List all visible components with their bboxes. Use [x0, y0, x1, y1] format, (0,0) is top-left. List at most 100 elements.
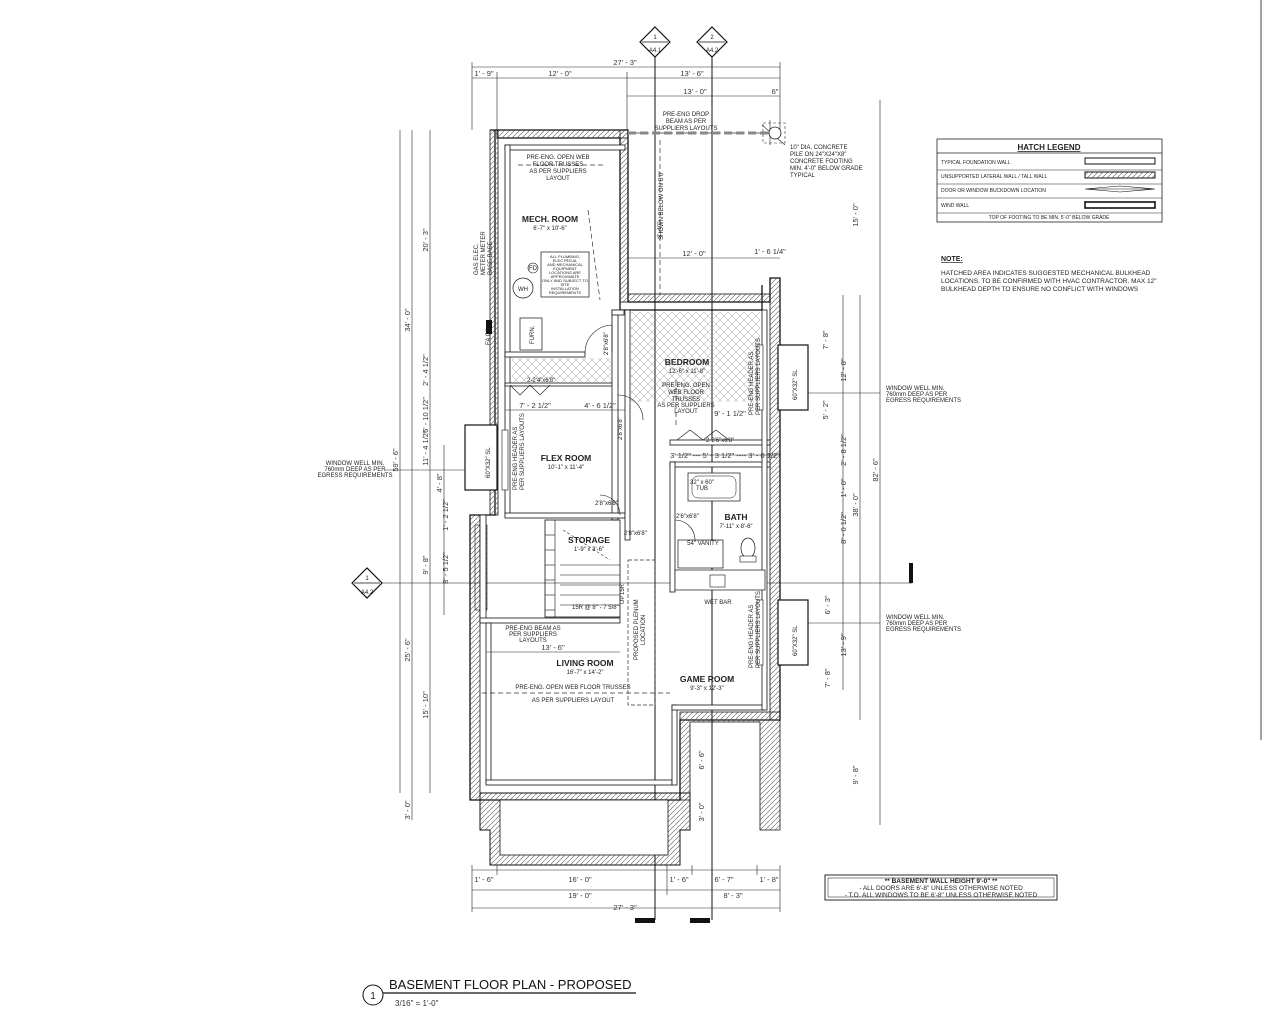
svg-text:BULKHEAD DEPTH TO ENSURE NO CO: BULKHEAD DEPTH TO ENSURE NO CONFLICT WIT…: [941, 286, 1139, 293]
section-sheet: A4.1: [649, 48, 662, 54]
section-marker-a42-left[interactable]: 1 A4.2: [351, 567, 383, 599]
svg-text:3' 1/2" --- 5' - 3 1/2" ---- 3: 3' 1/2" --- 5' - 3 1/2" ---- 3' - 0 1/2": [670, 451, 780, 460]
svg-text:760mm DEEP AS PER: 760mm DEEP AS PER: [886, 621, 948, 627]
svg-text:2'8"x6'8": 2'8"x6'8": [604, 332, 610, 355]
room-storage-name: STORAGE: [568, 535, 610, 545]
title-number: 1: [370, 991, 376, 1002]
bottom-dimensions: 1' - 6" 16' - 0" 1' - 6" 6' - 7" 1' - 8"…: [471, 865, 781, 912]
legend-row: WIND WALL: [941, 203, 969, 209]
windows: [464, 344, 809, 666]
svg-text:11' - 4 1/2": 11' - 4 1/2": [421, 430, 430, 466]
svg-text:UP: UP: [620, 596, 626, 604]
drawing-title-block: 1 BASEMENT FLOOR PLAN - PROPOSED 3/16" =…: [362, 977, 636, 1008]
svg-text:AS PER SUPPLIERS LAYOUT: AS PER SUPPLIERS LAYOUT: [532, 698, 615, 704]
svg-text:2'8"x6'8": 2'8"x6'8": [618, 417, 624, 440]
svg-text:PRE-ENG. OPEN WEB: PRE-ENG. OPEN WEB: [526, 155, 589, 161]
svg-text:PRE-ENG DROP: PRE-ENG DROP: [663, 112, 709, 118]
svg-text:15' - 0": 15' - 0": [851, 203, 860, 227]
svg-text:PER SUPPLIERS LAYOUTS: PER SUPPLIERS LAYOUTS: [520, 413, 526, 490]
svg-text:8' - 3": 8' - 3": [723, 891, 742, 900]
svg-text:SUPPLIERS LAYOUTS: SUPPLIERS LAYOUTS: [655, 126, 718, 132]
wall-height-box: ** BASEMENT WALL HEIGHT 9'-0" ** - ALL D…: [824, 874, 1058, 901]
svg-text:BASE BASE: BASE BASE: [488, 241, 494, 275]
section-sheet: A4.2: [361, 590, 374, 596]
svg-text:6'-7" x 10'-6": 6'-7" x 10'-6": [533, 226, 567, 232]
svg-text:27' - 3": 27' - 3": [613, 903, 637, 912]
left-dimensions: 59' - 6" 20' - 3" 34' - 0" 2' - 4 1/2" 6…: [391, 130, 450, 820]
svg-text:INSTALLATION: INSTALLATION: [551, 286, 579, 291]
svg-text:WINDOW WELL MIN.: WINDOW WELL MIN.: [886, 615, 945, 621]
room-mech-name: MECH. ROOM: [522, 214, 578, 224]
svg-text:7' - 2 1/2": 7' - 2 1/2": [519, 401, 551, 410]
svg-text:6": 6": [772, 87, 779, 96]
svg-text:760mm DEEP AS PER: 760mm DEEP AS PER: [886, 392, 948, 398]
svg-text:PRE-ENG HEADER AS: PRE-ENG HEADER AS: [513, 427, 519, 490]
svg-text:PILE ON 24"X24"X8": PILE ON 24"X24"X8": [790, 152, 846, 158]
svg-text:10" DIA. CONCRETE: 10" DIA. CONCRETE: [790, 145, 847, 151]
bulkhead-note: NOTE: HATCHED AREA INDICATES SUGGESTED M…: [941, 256, 1157, 293]
svg-text:PRE-ENG HEADER AS: PRE-ENG HEADER AS: [749, 605, 755, 668]
svg-text:NOTE:: NOTE:: [941, 256, 963, 263]
svg-text:1'-9" x 3'-6": 1'-9" x 3'-6": [574, 547, 604, 553]
svg-text:1' - 8": 1' - 8": [759, 875, 778, 884]
svg-text:60"X32" SL: 60"X32" SL: [486, 447, 492, 478]
svg-text:1' - 6": 1' - 6": [669, 875, 688, 884]
svg-text:82' - 6": 82' - 6": [871, 458, 880, 482]
svg-text:BEAM AS PER: BEAM AS PER: [666, 119, 707, 125]
svg-text:5' - 2": 5' - 2": [821, 400, 830, 419]
svg-text:4' - 8": 4' - 8": [435, 473, 444, 492]
interior-walls: [479, 140, 771, 786]
svg-text:TRUSSES: TRUSSES: [672, 397, 700, 403]
svg-text:7' - 8": 7' - 8": [823, 668, 832, 687]
svg-text:27' - 3": 27' - 3": [613, 58, 637, 67]
inner-dimensions: 12' - 0" 1' - 6 1/4" 7' - 2 1/2" 4' - 6 …: [486, 222, 786, 822]
svg-text:8' - 0 1/2": 8' - 0 1/2": [839, 512, 848, 544]
svg-text:PRE-ENG HEADER AS: PRE-ENG HEADER AS: [749, 352, 755, 415]
svg-text:- T.O. ALL WINDOWS TO BE 6'-8": - T.O. ALL WINDOWS TO BE 6'-8" UNLESS OT…: [845, 892, 1038, 899]
svg-text:ONLY AND SUBJECT TO: ONLY AND SUBJECT TO: [542, 278, 588, 283]
floor-drain-icon: [527, 262, 539, 274]
svg-text:AS PER SUPPLIERS: AS PER SUPPLIERS: [657, 403, 714, 409]
svg-text:LOCATIONS ARE: LOCATIONS ARE: [549, 270, 581, 275]
svg-text:34' - 0": 34' - 0": [403, 308, 412, 332]
svg-text:20' - 3": 20' - 3": [421, 228, 430, 252]
svg-text:HATCHED AREA INDICATES SUGGEST: HATCHED AREA INDICATES SUGGESTED MECHANI…: [941, 270, 1151, 277]
svg-text:GAS ELEC.: GAS ELEC.: [474, 243, 480, 275]
svg-text:2-2'6"x6'8": 2-2'6"x6'8": [706, 438, 734, 444]
svg-text:PRE-ENG. OPEN: PRE-ENG. OPEN: [662, 383, 710, 389]
section-marker-a42-top[interactable]: 2 A4.2: [696, 26, 728, 58]
legend-row: UNSUPPORTED LATERAL WALL / TALL WALL: [941, 174, 1047, 180]
svg-text:APPROXIMATE: APPROXIMATE: [551, 274, 580, 279]
svg-text:9' - 8": 9' - 8": [851, 765, 860, 784]
top-dimensions: 27' - 3" 1' - 9" 12' - 0" 13' - 6" 13' -…: [471, 58, 781, 130]
drawing-scale: 3/16" = 1'-0": [395, 999, 439, 1008]
svg-text:6' - 10 1/2": 6' - 10 1/2": [421, 397, 430, 433]
svg-text:AND MECHANICAL: AND MECHANICAL: [547, 262, 584, 267]
room-bedroom-name: BEDROOM: [665, 357, 709, 367]
svg-text:WEB FLOOR: WEB FLOOR: [668, 390, 705, 396]
svg-text:EGRESS REQUIREMENTS: EGRESS REQUIREMENTS: [317, 473, 392, 479]
svg-text:LAYOUT: LAYOUT: [546, 176, 570, 182]
svg-text:3' - 0": 3' - 0": [697, 802, 706, 821]
svg-text:59' - 6": 59' - 6": [391, 448, 400, 472]
svg-text:1' - 6": 1' - 6": [474, 875, 493, 884]
legend-row: DOOR OR WINDOW BUCKDOWN LOCATION: [941, 188, 1046, 194]
svg-text:PER SUPPLIERS LAYOUTS: PER SUPPLIERS LAYOUTS: [756, 591, 762, 668]
svg-text:6' - 6": 6' - 6": [697, 750, 706, 769]
svg-text:15' - 10": 15' - 10": [421, 691, 430, 719]
svg-text:ELECTRICAL: ELECTRICAL: [553, 258, 578, 263]
hatch-legend: HATCH LEGEND TYPICAL FOUNDATION WALL UNS…: [936, 138, 1163, 223]
svg-text:PER SUPPLIERS: PER SUPPLIERS: [509, 632, 557, 638]
section-marker-a41[interactable]: 1 A4.1: [639, 26, 671, 58]
room-living-name: LIVING ROOM: [556, 658, 613, 668]
svg-text:54" VANITY: 54" VANITY: [687, 541, 719, 547]
doors: [509, 324, 730, 541]
svg-text:12'-6" x 11'-8": 12'-6" x 11'-8": [669, 369, 705, 375]
svg-text:9'-3" x 12'-3": 9'-3" x 12'-3": [690, 686, 724, 692]
svg-text:1' - 2 1/2": 1' - 2 1/2": [441, 499, 450, 531]
legend-title: HATCH LEGEND: [1018, 143, 1081, 152]
room-bath-name: BATH: [725, 512, 748, 522]
room-labels: MECH. ROOM 6'-7" x 10'-6" BEDROOM 12'-6"…: [522, 214, 753, 692]
svg-text:EGRESS REQUIREMENTS: EGRESS REQUIREMENTS: [886, 398, 961, 404]
